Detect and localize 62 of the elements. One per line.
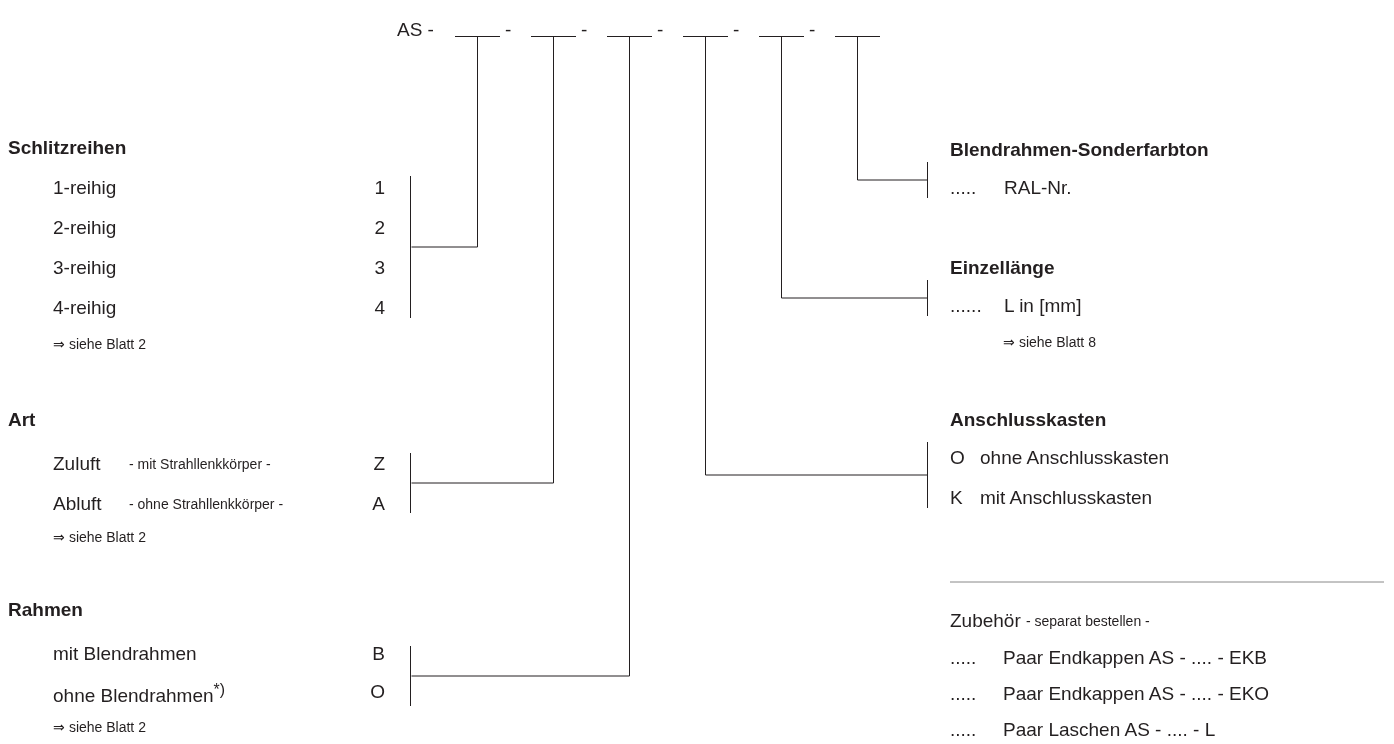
separator-dash: - (505, 20, 512, 39)
option-text: 4-reihig (53, 298, 117, 317)
fill-in-line: ..... (950, 720, 977, 739)
code-value: B (372, 644, 385, 663)
group-heading: Einzellänge (950, 258, 1055, 277)
option-text: K (950, 488, 963, 507)
option-text: mit Anschlusskasten (980, 488, 1153, 507)
leader-line (411, 36, 630, 677)
code-value: A (372, 494, 385, 513)
option-text: 3-reihig (53, 258, 117, 277)
separator-dash: - (657, 20, 664, 39)
option-text: L in [mm] (1004, 296, 1082, 315)
option-text: ..... (950, 178, 977, 197)
note-text: ⇒ siehe Blatt 2 (53, 530, 146, 544)
option-text: Abluft (53, 494, 102, 513)
note-text: ⇒ siehe Blatt 8 (1003, 335, 1096, 349)
code-value: 4 (374, 298, 385, 317)
leader-line (857, 36, 928, 181)
option-text: ohne Blendrahmen$^{*)}$ (53, 682, 225, 706)
note-text: - ohne Strahllenkkörper - (129, 497, 284, 511)
option-text: RAL-Nr. (1004, 178, 1072, 197)
leader-line (781, 36, 928, 299)
note-text: ⇒ siehe Blatt 2 (53, 720, 146, 734)
blank-slot-line (835, 36, 880, 38)
leader-line (705, 36, 928, 476)
blank-slot-line (683, 36, 728, 38)
fill-in-line: ..... (950, 684, 977, 703)
fill-in-line: ..... (950, 648, 977, 667)
blank-slot-line (607, 36, 652, 38)
note-text: ⇒ siehe Blatt 2 (53, 337, 146, 351)
option-text: Zuluft (53, 454, 101, 473)
code-value: Z (373, 454, 385, 473)
accessory-heading: Zubehör (950, 611, 1021, 630)
blank-slot-line (759, 36, 804, 38)
code-value: O (370, 682, 385, 701)
code-value: 3 (374, 258, 385, 277)
group-heading: Blendrahmen-Sonderfarbton (950, 140, 1209, 159)
option-text: 2-reihig (53, 218, 117, 237)
option-text: O (950, 448, 965, 467)
leader-line (411, 36, 478, 248)
separator-dash: - (809, 20, 816, 39)
separator-dash: - (581, 20, 588, 39)
code-prefix: AS - (397, 20, 434, 39)
accessory-text: Paar Endkappen AS - .... - EKO (1003, 684, 1270, 703)
blank-slot-line (455, 36, 500, 38)
group-heading: Schlitzreihen (8, 138, 127, 157)
separator-dash: - (733, 20, 740, 39)
option-text: ohne Anschlusskasten (980, 448, 1170, 467)
option-text: 1-reihig (53, 178, 117, 197)
accessory-text: Paar Endkappen AS - .... - EKB (1003, 648, 1268, 667)
note-text: - mit Strahllenkkörper - (129, 457, 271, 471)
group-heading: Art (8, 410, 36, 429)
option-text: mit Blendrahmen (53, 644, 197, 663)
code-value: 1 (374, 178, 385, 197)
code-value: 2 (374, 218, 385, 237)
accessory-text: Paar Laschen AS - .... - L (1003, 720, 1216, 739)
blank-slot-line (531, 36, 576, 38)
leader-line (411, 36, 554, 484)
note-text: - separat bestellen - (1026, 614, 1150, 628)
option-text: ...... (950, 296, 982, 315)
group-heading: Anschlusskasten (950, 410, 1107, 429)
group-heading: Rahmen (8, 600, 83, 619)
